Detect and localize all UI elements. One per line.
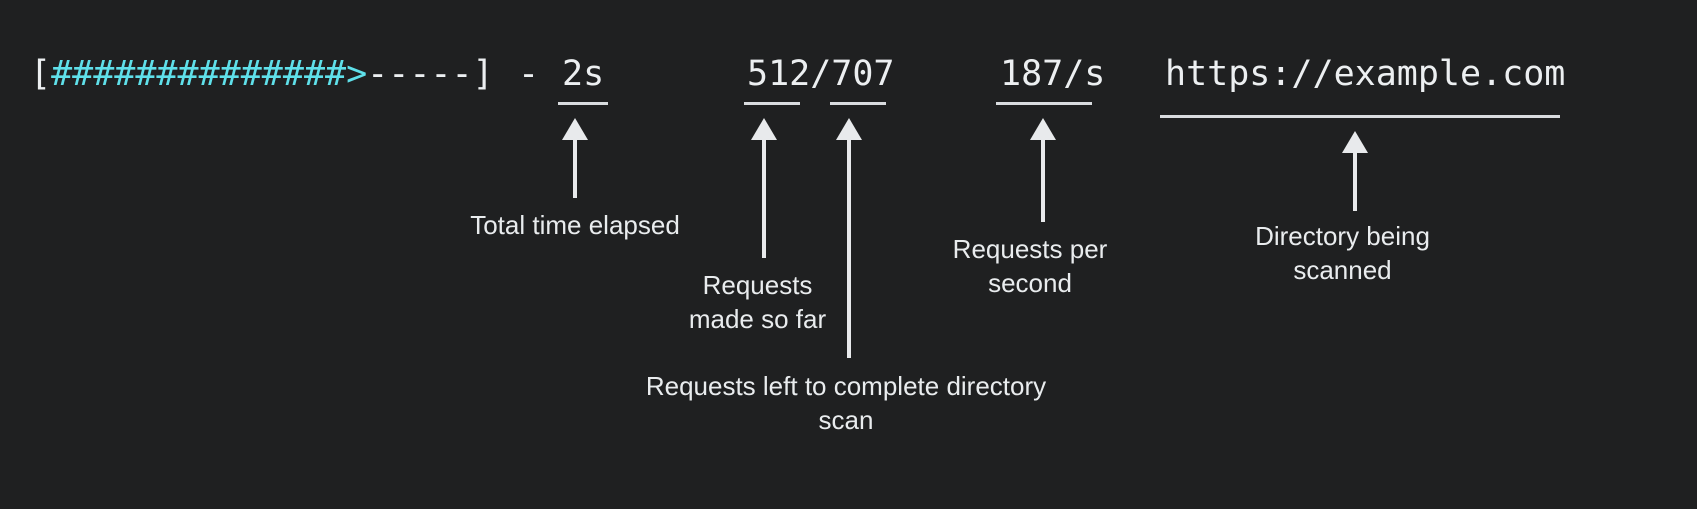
arrow-requests-left <box>836 118 862 358</box>
terminal-separator: - <box>518 54 540 94</box>
caption-line: scan <box>818 405 874 435</box>
caption-line: Requests left to complete directory <box>645 371 1047 401</box>
arrow-head-icon <box>1342 131 1368 153</box>
rule-requests-done <box>744 102 800 105</box>
caption-line: Requests per <box>952 234 1108 264</box>
progress-bar-filled: ############## <box>51 54 347 94</box>
progress-bar: [##############>-----] <box>30 44 494 104</box>
caption-line: second <box>988 268 1072 298</box>
caption-total-time-elapsed: Total time elapsed <box>455 208 695 242</box>
arrow-shaft <box>1041 131 1045 222</box>
progress-bar-empty: ----- <box>367 54 473 94</box>
rule-requests-total <box>830 102 886 105</box>
arrow-shaft <box>573 131 577 198</box>
arrow-requests-per-second <box>1030 118 1056 222</box>
arrow-head-icon <box>1030 118 1056 140</box>
progress-bar-open-bracket: [ <box>30 54 52 94</box>
caption-requests-per-second: Requests per second <box>935 232 1125 300</box>
arrow-directory-being-scanned <box>1342 131 1368 211</box>
arrow-shaft <box>762 131 766 258</box>
caption-directory-being-scanned: Directory being scanned <box>1235 219 1450 287</box>
requests-per-second-value: 187/s <box>1000 54 1106 94</box>
caption-requests-made-so-far: Requests made so far <box>670 268 845 336</box>
arrow-head-icon <box>836 118 862 140</box>
arrow-requests-made-so-far <box>751 118 777 258</box>
arrow-head-icon <box>562 118 588 140</box>
rule-requests-per-second <box>996 102 1092 105</box>
rule-target-url <box>1160 115 1560 118</box>
rule-elapsed-time <box>558 102 608 105</box>
elapsed-time-value: 2s <box>562 54 605 94</box>
arrow-total-time-elapsed <box>562 118 588 198</box>
arrow-shaft <box>1353 144 1357 211</box>
caption-line: Directory being <box>1255 221 1430 251</box>
arrow-head-icon <box>751 118 777 140</box>
requests-progress-value: 512/707 <box>747 54 895 94</box>
caption-line: Requests <box>702 270 813 300</box>
caption-requests-left: Requests left to complete directory scan <box>626 369 1066 437</box>
caption-line: made so far <box>688 304 827 334</box>
arrow-shaft <box>847 131 851 358</box>
caption-line: Total time elapsed <box>470 210 680 240</box>
progress-bar-head: > <box>346 54 368 94</box>
caption-line: scanned <box>1293 255 1392 285</box>
target-url-value: https://example.com <box>1165 54 1566 94</box>
progress-bar-close-bracket: ] <box>472 54 494 94</box>
